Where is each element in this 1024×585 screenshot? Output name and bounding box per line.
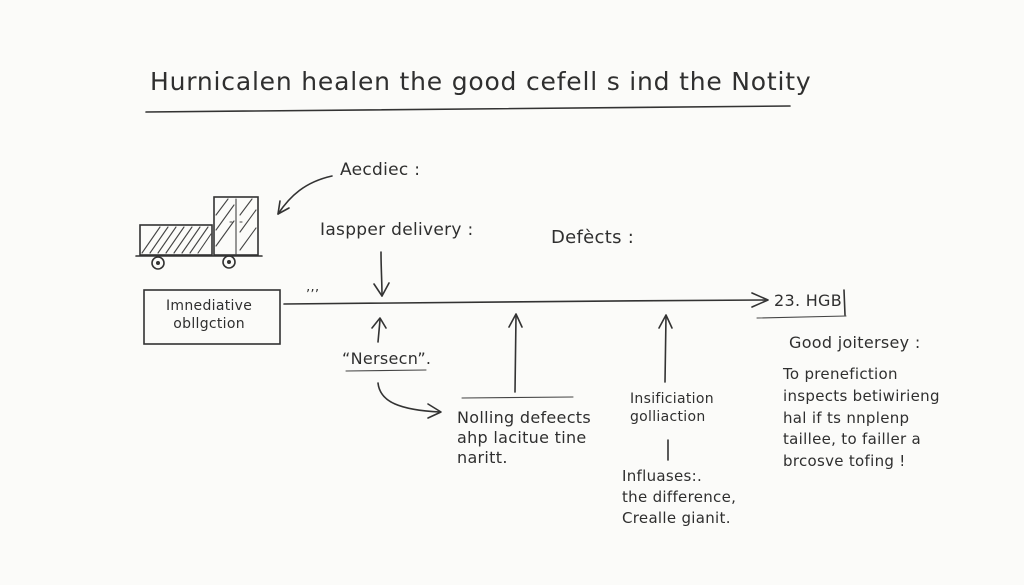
label-iaspper-delivery: Iaspper delivery : bbox=[320, 220, 474, 240]
label-to-prenefiction: To prenefiction inspects betiwirieng hal… bbox=[783, 365, 940, 470]
title-underline bbox=[145, 105, 791, 113]
obligation-box bbox=[143, 289, 281, 345]
diagram-title: Hurnicalen healen the good cefell s ind … bbox=[150, 67, 812, 96]
label-dots: ’’’ bbox=[306, 288, 320, 303]
label-aecdiec: Aecdiec : bbox=[340, 160, 421, 180]
label-defects: Defècts : bbox=[551, 227, 635, 248]
label-hgb: 23. HGB bbox=[774, 291, 843, 310]
label-nersecn: “Nersecn”. bbox=[342, 349, 432, 368]
label-influases: Influases:. the difference, Crealle gian… bbox=[622, 467, 737, 527]
timeline-line bbox=[283, 299, 766, 305]
label-insificiation: Insificiation golliaction bbox=[630, 391, 714, 426]
label-obligation: Imnediative obllgction bbox=[166, 298, 253, 332]
label-good-joitersey: Good joitersey : bbox=[789, 333, 921, 352]
truck-icon bbox=[135, 196, 263, 270]
label-nolling-defects: Nolling defeects ahp lacitue tine naritt… bbox=[457, 408, 592, 467]
